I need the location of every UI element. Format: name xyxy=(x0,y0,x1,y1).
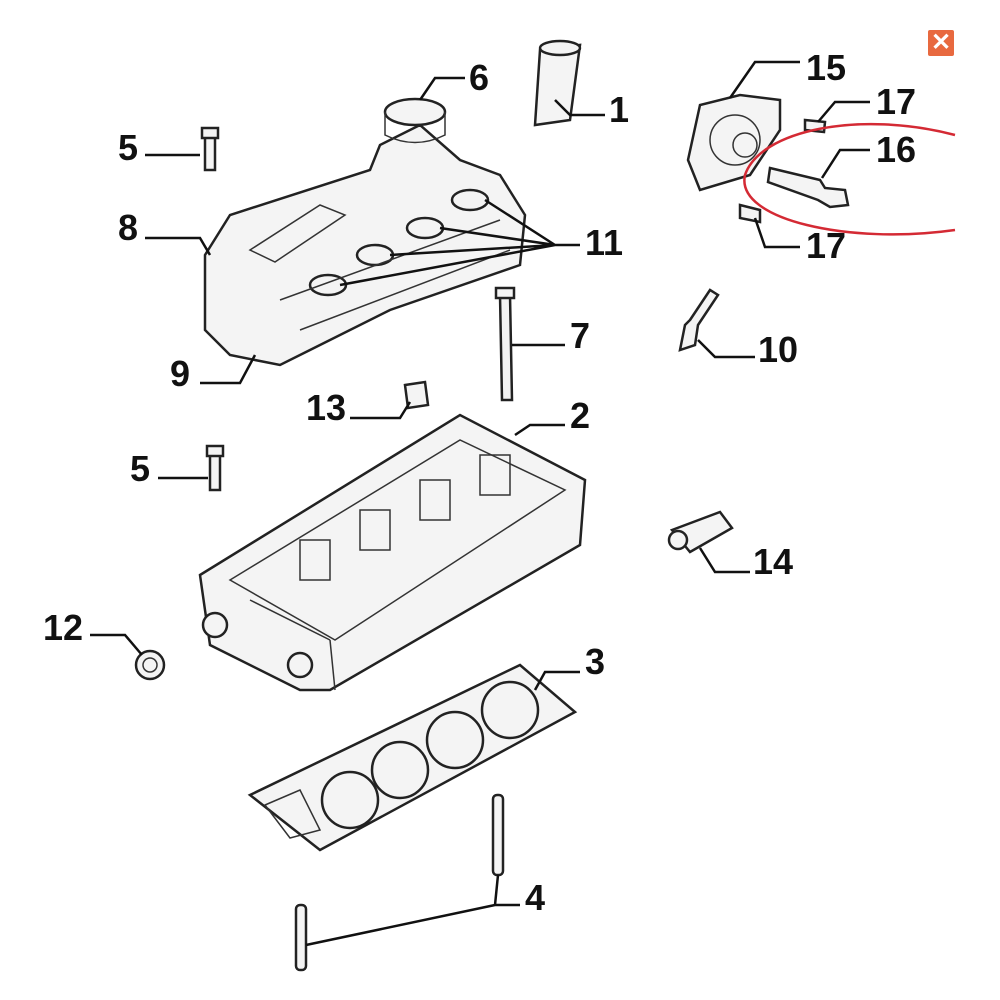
part-head-gasket xyxy=(247,663,578,852)
part-sensor-14 xyxy=(667,510,734,554)
callout-13: 13 xyxy=(306,387,346,428)
part-bolt-5b xyxy=(205,444,225,492)
callout-15: 15 xyxy=(806,47,846,88)
highlight-ellipse xyxy=(743,122,956,236)
part-oil-cap xyxy=(383,97,447,144)
part-bolt-17b xyxy=(738,203,762,224)
part-sensor-16 xyxy=(766,166,850,209)
leader-lines xyxy=(90,60,870,947)
callout-5-bottom: 5 xyxy=(130,448,150,489)
callout-9: 9 xyxy=(170,353,190,394)
callout-5-top: 5 xyxy=(118,127,138,168)
callout-8: 8 xyxy=(118,207,138,248)
callout-11: 11 xyxy=(585,222,623,263)
callout-2: 2 xyxy=(570,395,590,436)
part-thermostat-housing-15 xyxy=(686,93,782,192)
close-icon: ✕ xyxy=(930,29,952,56)
callout-17-top: 17 xyxy=(876,81,916,122)
close-button[interactable]: ✕ xyxy=(928,30,954,56)
callout-4: 4 xyxy=(525,877,545,918)
part-pipe xyxy=(533,39,582,127)
callout-3: 3 xyxy=(585,641,605,682)
part-bolt-5a xyxy=(200,126,220,172)
callout-17-bottom: 17 xyxy=(806,225,846,266)
callout-16: 16 xyxy=(876,129,916,170)
callout-1: 1 xyxy=(609,89,629,130)
callout-7: 7 xyxy=(570,315,590,356)
callout-6: 6 xyxy=(469,57,489,98)
part-plug-12 xyxy=(134,649,166,681)
callout-10: 10 xyxy=(758,329,798,370)
part-sensor-10 xyxy=(678,288,720,352)
part-cylinder-head xyxy=(198,413,587,692)
part-long-bolt-7 xyxy=(494,286,516,402)
part-nut-13 xyxy=(403,380,430,410)
callout-12: 12 xyxy=(43,607,83,648)
callout-14: 14 xyxy=(753,541,793,582)
part-valve-cover xyxy=(203,123,527,367)
